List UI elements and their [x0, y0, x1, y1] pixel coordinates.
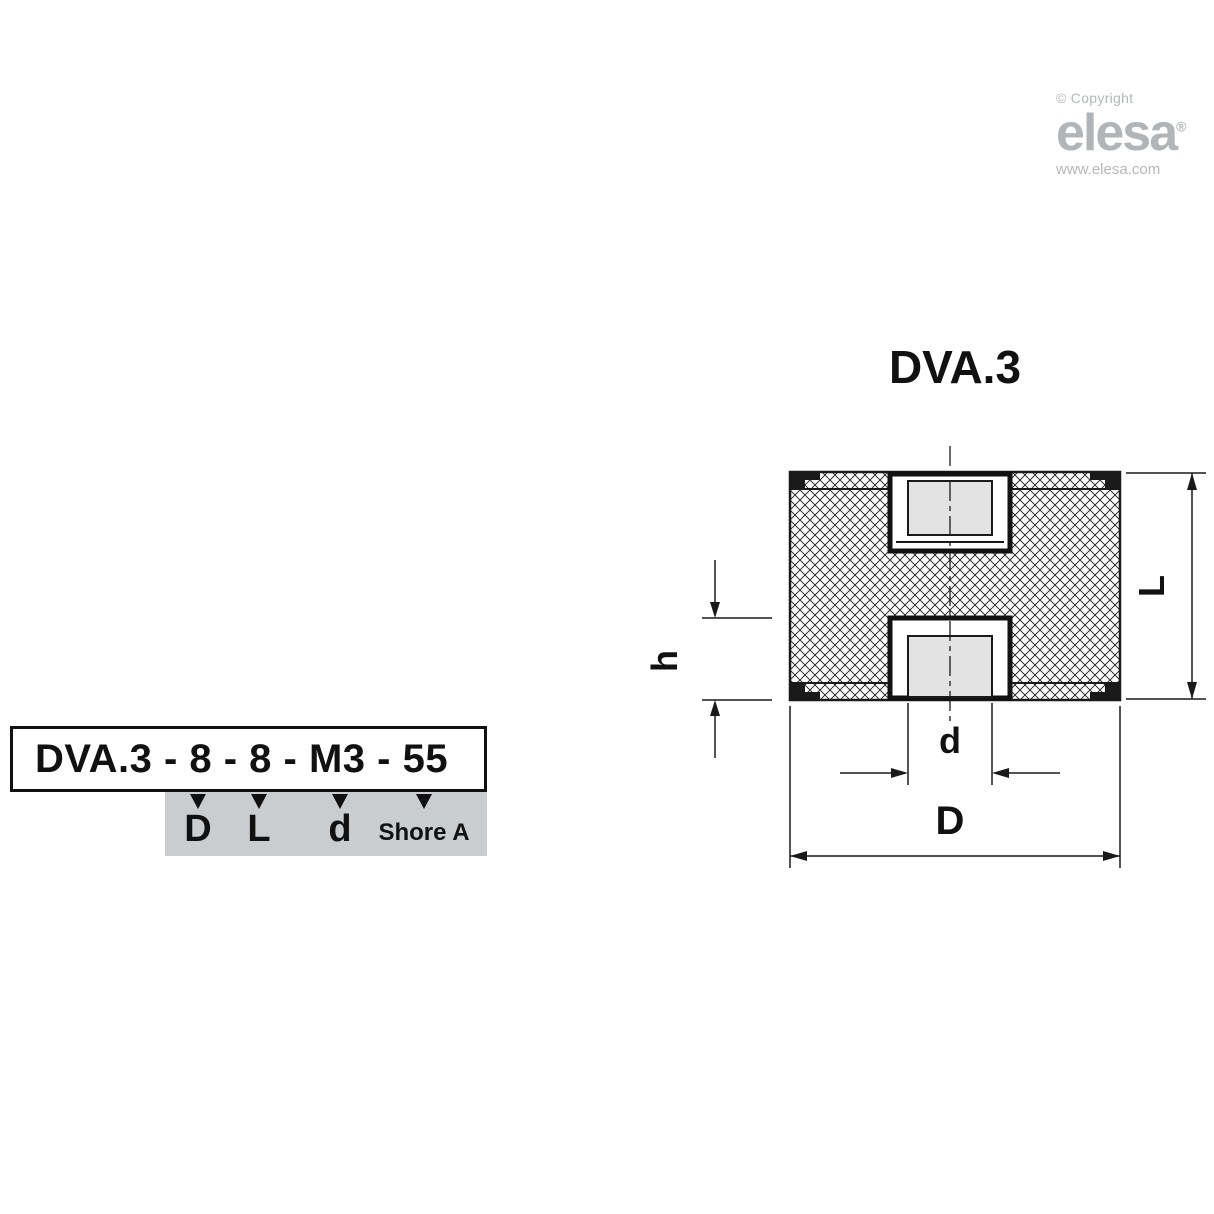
dimension-h [702, 560, 772, 758]
product-title: DVA.3 [888, 341, 1022, 393]
website-url: www.elesa.com [1056, 160, 1161, 178]
dimension-L [1126, 472, 1206, 700]
order-code-box: DVA.3 - 8 - 8 - M3 - 55 [10, 726, 487, 792]
dim-d-arrow-left [891, 768, 908, 778]
dim-L-arrow-bottom [1187, 682, 1197, 699]
elesa-logo: elesa® [1056, 106, 1186, 161]
dimension-d [840, 703, 1060, 785]
order-legend-box: D L d Shore A [165, 792, 487, 856]
corner-step-bottom-left [790, 683, 820, 700]
legend-label-L: L [247, 808, 271, 850]
logo-text: elesa [1056, 104, 1178, 162]
arrow-down-icon [190, 794, 206, 809]
corner-step-top-left [790, 472, 820, 489]
dim-h-arrow-bottom [710, 700, 720, 716]
dim-d-arrow-right [992, 768, 1009, 778]
dim-D-arrow-left [790, 851, 807, 861]
dimension-label-D: D [936, 799, 965, 843]
order-code-text: DVA.3 - 8 - 8 - M3 - 55 [35, 736, 449, 781]
registered-mark-icon: ® [1176, 118, 1187, 135]
dimension-D [789, 706, 1121, 868]
legend-label-d: d [328, 808, 352, 850]
dim-L-arrow-top [1187, 473, 1197, 490]
corner-step-bottom-right [1090, 683, 1120, 700]
corner-step-top-right [1090, 472, 1120, 489]
legend-label-D: D [184, 808, 212, 850]
arrow-down-icon [416, 794, 432, 809]
dimension-label-d: d [939, 720, 961, 761]
arrow-down-icon [332, 794, 348, 809]
copyright-text: © Copyright [1056, 90, 1134, 106]
dimension-label-h: h [644, 650, 685, 672]
dim-h-arrow-top [710, 602, 720, 618]
brand-block: © Copyright elesa® www.elesa.com [1056, 90, 1186, 178]
dimension-label-L: L [1131, 575, 1172, 597]
dim-D-arrow-right [1103, 851, 1120, 861]
legend-label-shore-a: Shore A [378, 819, 470, 846]
arrow-down-icon [251, 794, 267, 809]
